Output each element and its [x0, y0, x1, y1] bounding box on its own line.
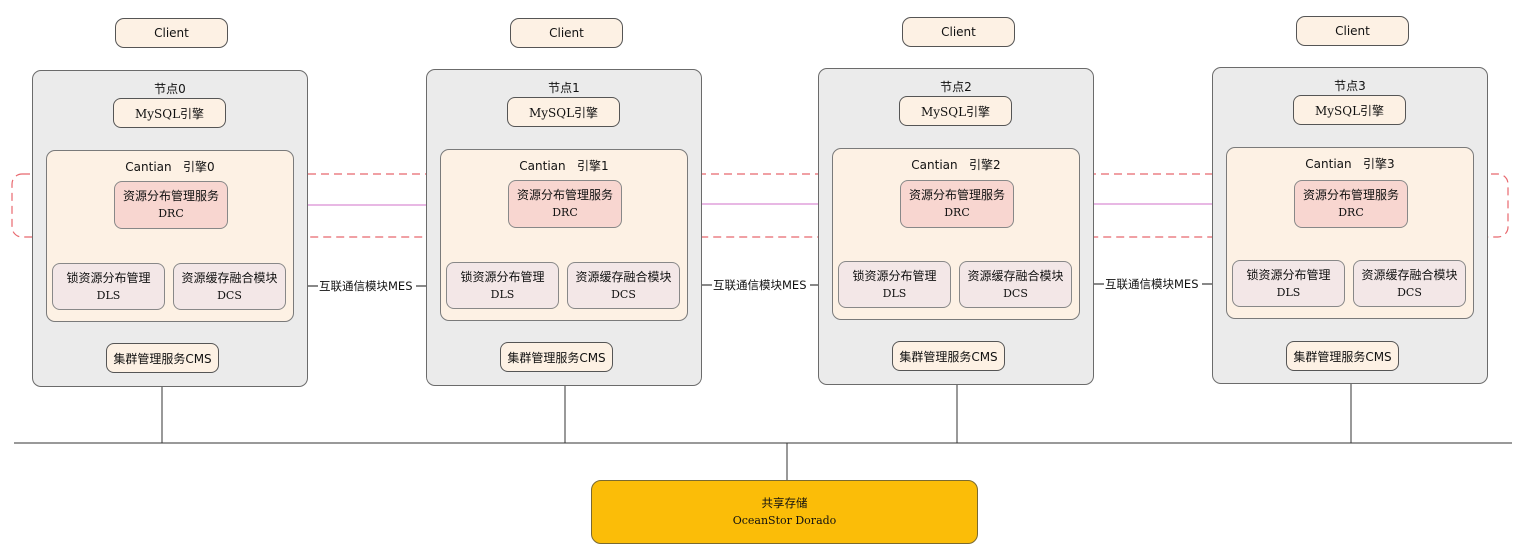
cms-box-3: 集群管理服务CMS [1286, 341, 1399, 371]
mysql-engine-box-0: MySQL引擎 [113, 98, 226, 128]
dcs-box-1: 资源缓存融合模块 DCS [567, 262, 680, 309]
dcs-name: 资源缓存融合模块 [575, 269, 672, 284]
node-label: 节点2 [940, 80, 972, 94]
mysql-engine-label: MySQL引擎 [134, 106, 205, 121]
dcs-box-2: 资源缓存融合模块 DCS [959, 261, 1072, 308]
dls-abbr: DLS [490, 287, 515, 301]
dls-abbr: DLS [882, 286, 907, 300]
cms-label: 集群管理服务CMS [1293, 349, 1392, 364]
node-label: 节点0 [154, 82, 186, 96]
mysql-engine-box-2: MySQL引擎 [899, 96, 1012, 126]
drc-name: 资源分布管理服务 [516, 188, 613, 202]
dls-box-1: 锁资源分布管理 DLS [446, 262, 559, 309]
dls-abbr: DLS [1276, 285, 1301, 299]
drc-region-outline [11, 173, 1509, 238]
client-label: Client [941, 25, 976, 39]
dls-box-0: 锁资源分布管理 DLS [52, 263, 165, 310]
mes-label-2-3: 互联通信模块MES [1104, 276, 1200, 292]
drc-abbr: DRC [552, 206, 578, 219]
cms-label: 集群管理服务CMS [507, 350, 606, 365]
dls-abbr: DLS [96, 288, 121, 302]
drc-name: 资源分布管理服务 [1302, 188, 1399, 202]
dcs-abbr: DCS [1397, 285, 1422, 299]
client-label: Client [1335, 24, 1370, 38]
mysql-engine-box-3: MySQL引擎 [1293, 95, 1406, 125]
cantian-engine-label: Cantian 引擎1 [519, 159, 609, 173]
dcs-abbr: DCS [611, 287, 636, 301]
client-box-2: Client [902, 17, 1015, 47]
node-label: 节点3 [1334, 79, 1366, 93]
mysql-engine-label: MySQL引擎 [528, 105, 599, 120]
mysql-engine-box-1: MySQL引擎 [507, 97, 620, 127]
dcs-name: 资源缓存融合模块 [181, 270, 278, 285]
dcs-name: 资源缓存融合模块 [967, 268, 1064, 283]
dcs-box-3: 资源缓存融合模块 DCS [1353, 260, 1466, 307]
node-label: 节点1 [548, 81, 580, 95]
dcs-abbr: DCS [217, 288, 242, 302]
client-box-0: Client [115, 18, 228, 48]
cms-label: 集群管理服务CMS [113, 351, 212, 366]
drc-box-1: 资源分布管理服务 DRC [508, 180, 622, 228]
cms-label: 集群管理服务CMS [899, 349, 998, 364]
dcs-name: 资源缓存融合模块 [1361, 267, 1458, 282]
drc-abbr: DRC [944, 206, 970, 219]
dls-box-3: 锁资源分布管理 DLS [1232, 260, 1345, 307]
storage-product: OceanStor Dorado [732, 514, 837, 527]
client-label: Client [154, 26, 189, 40]
drc-box-0: 资源分布管理服务 DRC [114, 181, 228, 229]
cms-box-1: 集群管理服务CMS [500, 342, 613, 372]
storage-name: 共享存储 [761, 496, 808, 510]
cantian-engine-label: Cantian 引擎3 [1305, 157, 1395, 171]
drc-name: 资源分布管理服务 [908, 188, 1005, 202]
mysql-engine-label: MySQL引擎 [920, 104, 991, 119]
mes-label-0-1: 互联通信模块MES [318, 278, 414, 294]
dcs-box-0: 资源缓存融合模块 DCS [173, 263, 286, 310]
mes-label-1-2: 互联通信模块MES [712, 277, 808, 293]
cantian-engine-label: Cantian 引擎0 [125, 160, 215, 174]
drc-name: 资源分布管理服务 [122, 189, 219, 203]
drc-abbr: DRC [158, 207, 184, 220]
client-label: Client [549, 26, 584, 40]
dls-name: 锁资源分布管理 [460, 269, 545, 284]
drc-box-3: 资源分布管理服务 DRC [1294, 180, 1408, 228]
client-box-3: Client [1296, 16, 1409, 46]
cantian-engine-label: Cantian 引擎2 [911, 158, 1001, 172]
mysql-engine-label: MySQL引擎 [1314, 103, 1385, 118]
drc-box-2: 资源分布管理服务 DRC [900, 180, 1014, 228]
dls-name: 锁资源分布管理 [852, 268, 937, 283]
dls-box-2: 锁资源分布管理 DLS [838, 261, 951, 308]
cms-box-0: 集群管理服务CMS [106, 343, 219, 373]
client-box-1: Client [510, 18, 623, 48]
dls-name: 锁资源分布管理 [1246, 267, 1331, 282]
drc-abbr: DRC [1338, 206, 1364, 219]
shared-storage-box: 共享存储 OceanStor Dorado [591, 480, 978, 544]
dls-name: 锁资源分布管理 [66, 270, 151, 285]
cms-box-2: 集群管理服务CMS [892, 341, 1005, 371]
dcs-abbr: DCS [1003, 286, 1028, 300]
